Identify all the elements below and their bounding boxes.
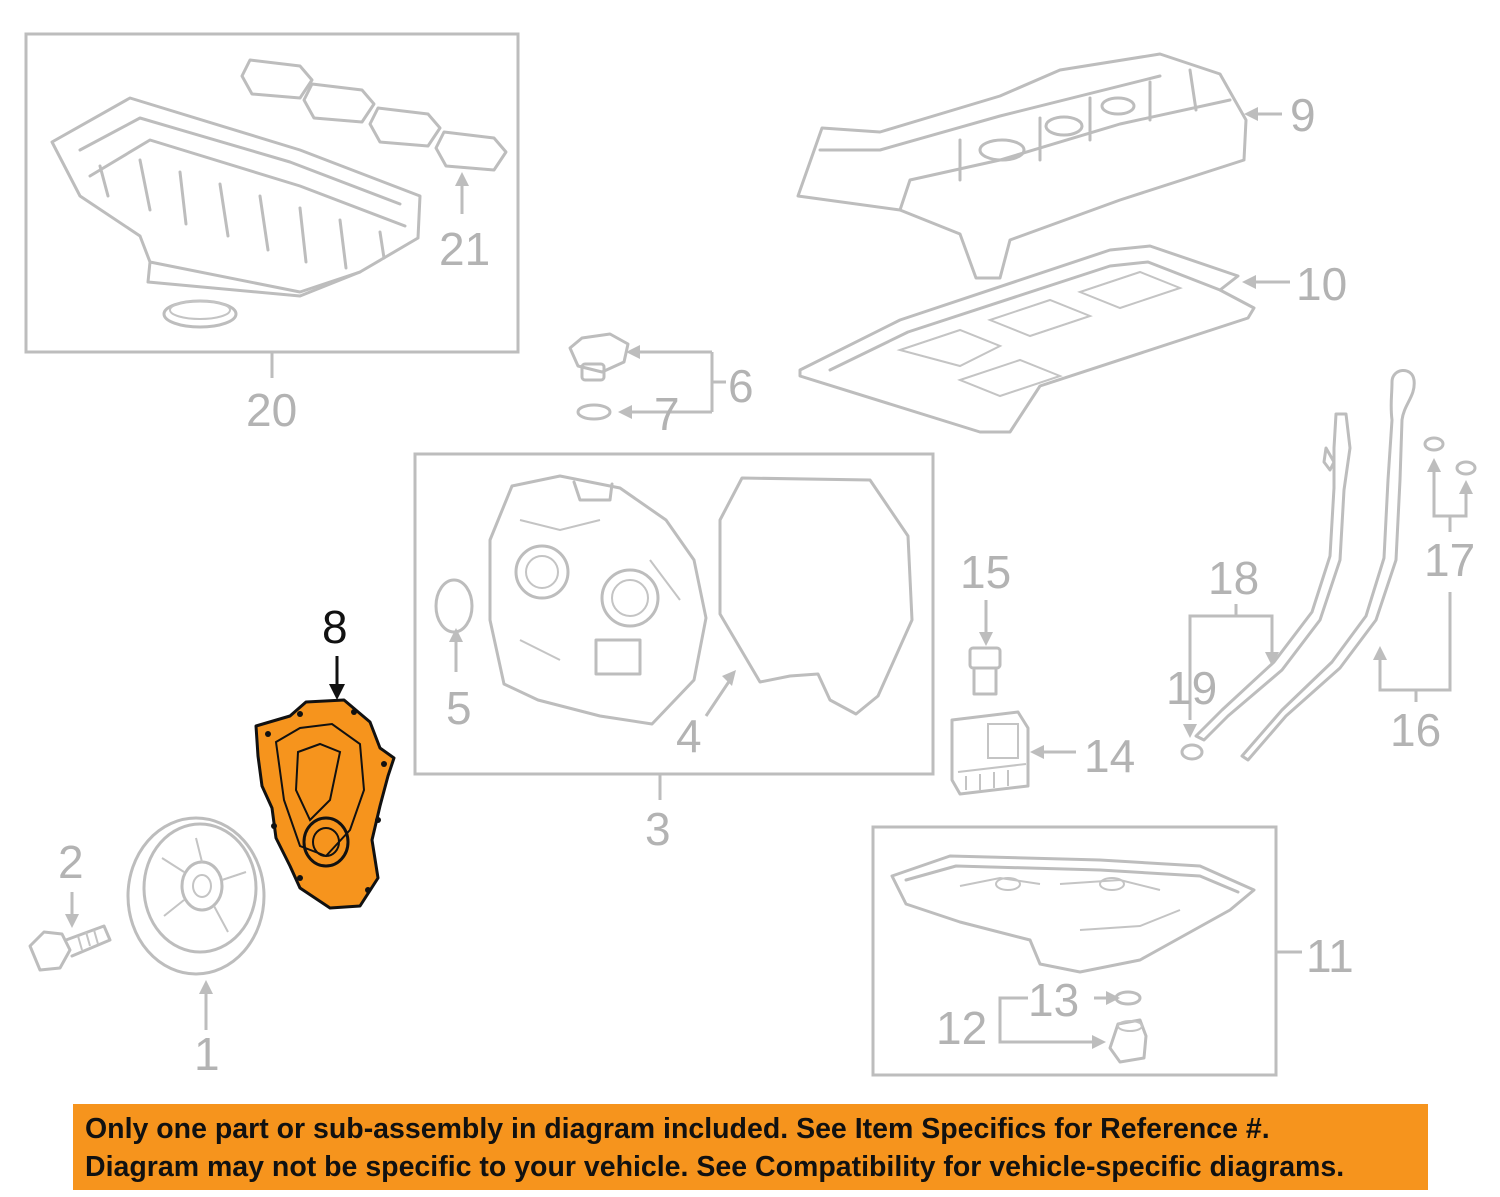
drain-plug-icon: [1108, 1018, 1148, 1064]
disclaimer-line-1: Only one part or sub-assembly in diagram…: [85, 1113, 1270, 1145]
pulley-bolt-icon: [28, 924, 112, 972]
oil-filler-cap-icon: [568, 332, 630, 382]
callout-5: 5: [446, 682, 472, 734]
group-box-20: [24, 32, 520, 354]
callout-7: 7: [654, 388, 680, 440]
valve-cover-gasket-icon: [798, 244, 1256, 434]
callout-9: 9: [1290, 89, 1316, 141]
callout-21: 21: [439, 223, 490, 275]
callout-18: 18: [1208, 552, 1259, 604]
callout-1: 1: [194, 1028, 220, 1080]
dipstick-icon: [1240, 369, 1416, 762]
callout-20: 20: [246, 384, 297, 436]
oil-pressure-sensor-icon: [968, 646, 1002, 696]
callout-19: 19: [1166, 662, 1217, 714]
callout-6: 6: [728, 360, 754, 412]
timing-case-gasket-icon: [718, 476, 914, 716]
intake-manifold-group: 21 20: [24, 32, 520, 436]
callout-14: 14: [1084, 730, 1135, 782]
callout-13: 13: [1028, 974, 1079, 1026]
dipstick-seal-2-icon: [1455, 460, 1477, 476]
intake-manifold-icon: [50, 96, 422, 329]
disclaimer-line-2: Diagram may not be specific to your vehi…: [85, 1151, 1345, 1183]
oil-filter-icon: [950, 710, 1030, 796]
group-box-11: [871, 825, 1278, 1077]
oil-filler-seal-icon: [576, 403, 612, 421]
group-box-3: [413, 452, 935, 776]
manifold-gasket-icon: [240, 58, 508, 172]
crank-seal-icon: [434, 578, 474, 634]
timing-cover-highlighted-icon: [254, 698, 396, 910]
callout-3: 3: [645, 803, 671, 855]
callout-12: 12: [936, 1002, 987, 1054]
callout-8: 8: [322, 601, 348, 653]
callout-2: 2: [58, 836, 84, 888]
disclaimer-banner: Only one part or sub-assembly in diagram…: [73, 1104, 1428, 1190]
valve-cover-icon: [796, 52, 1248, 280]
callout-15: 15: [960, 546, 1011, 598]
callout-16: 16: [1390, 704, 1441, 756]
callout-11: 11: [1306, 930, 1354, 982]
callout-4: 4: [676, 710, 702, 762]
dipstick-seal-icon: [1423, 436, 1445, 452]
callout-17: 17: [1424, 534, 1475, 586]
crank-pulley-icon: [126, 816, 266, 976]
tube-seal-icon: [1180, 743, 1204, 761]
oil-pan-icon: [890, 854, 1256, 974]
dipstick-tube-icon: [1194, 412, 1352, 742]
callout-10: 10: [1296, 258, 1347, 310]
timing-case-icon: [488, 474, 708, 726]
